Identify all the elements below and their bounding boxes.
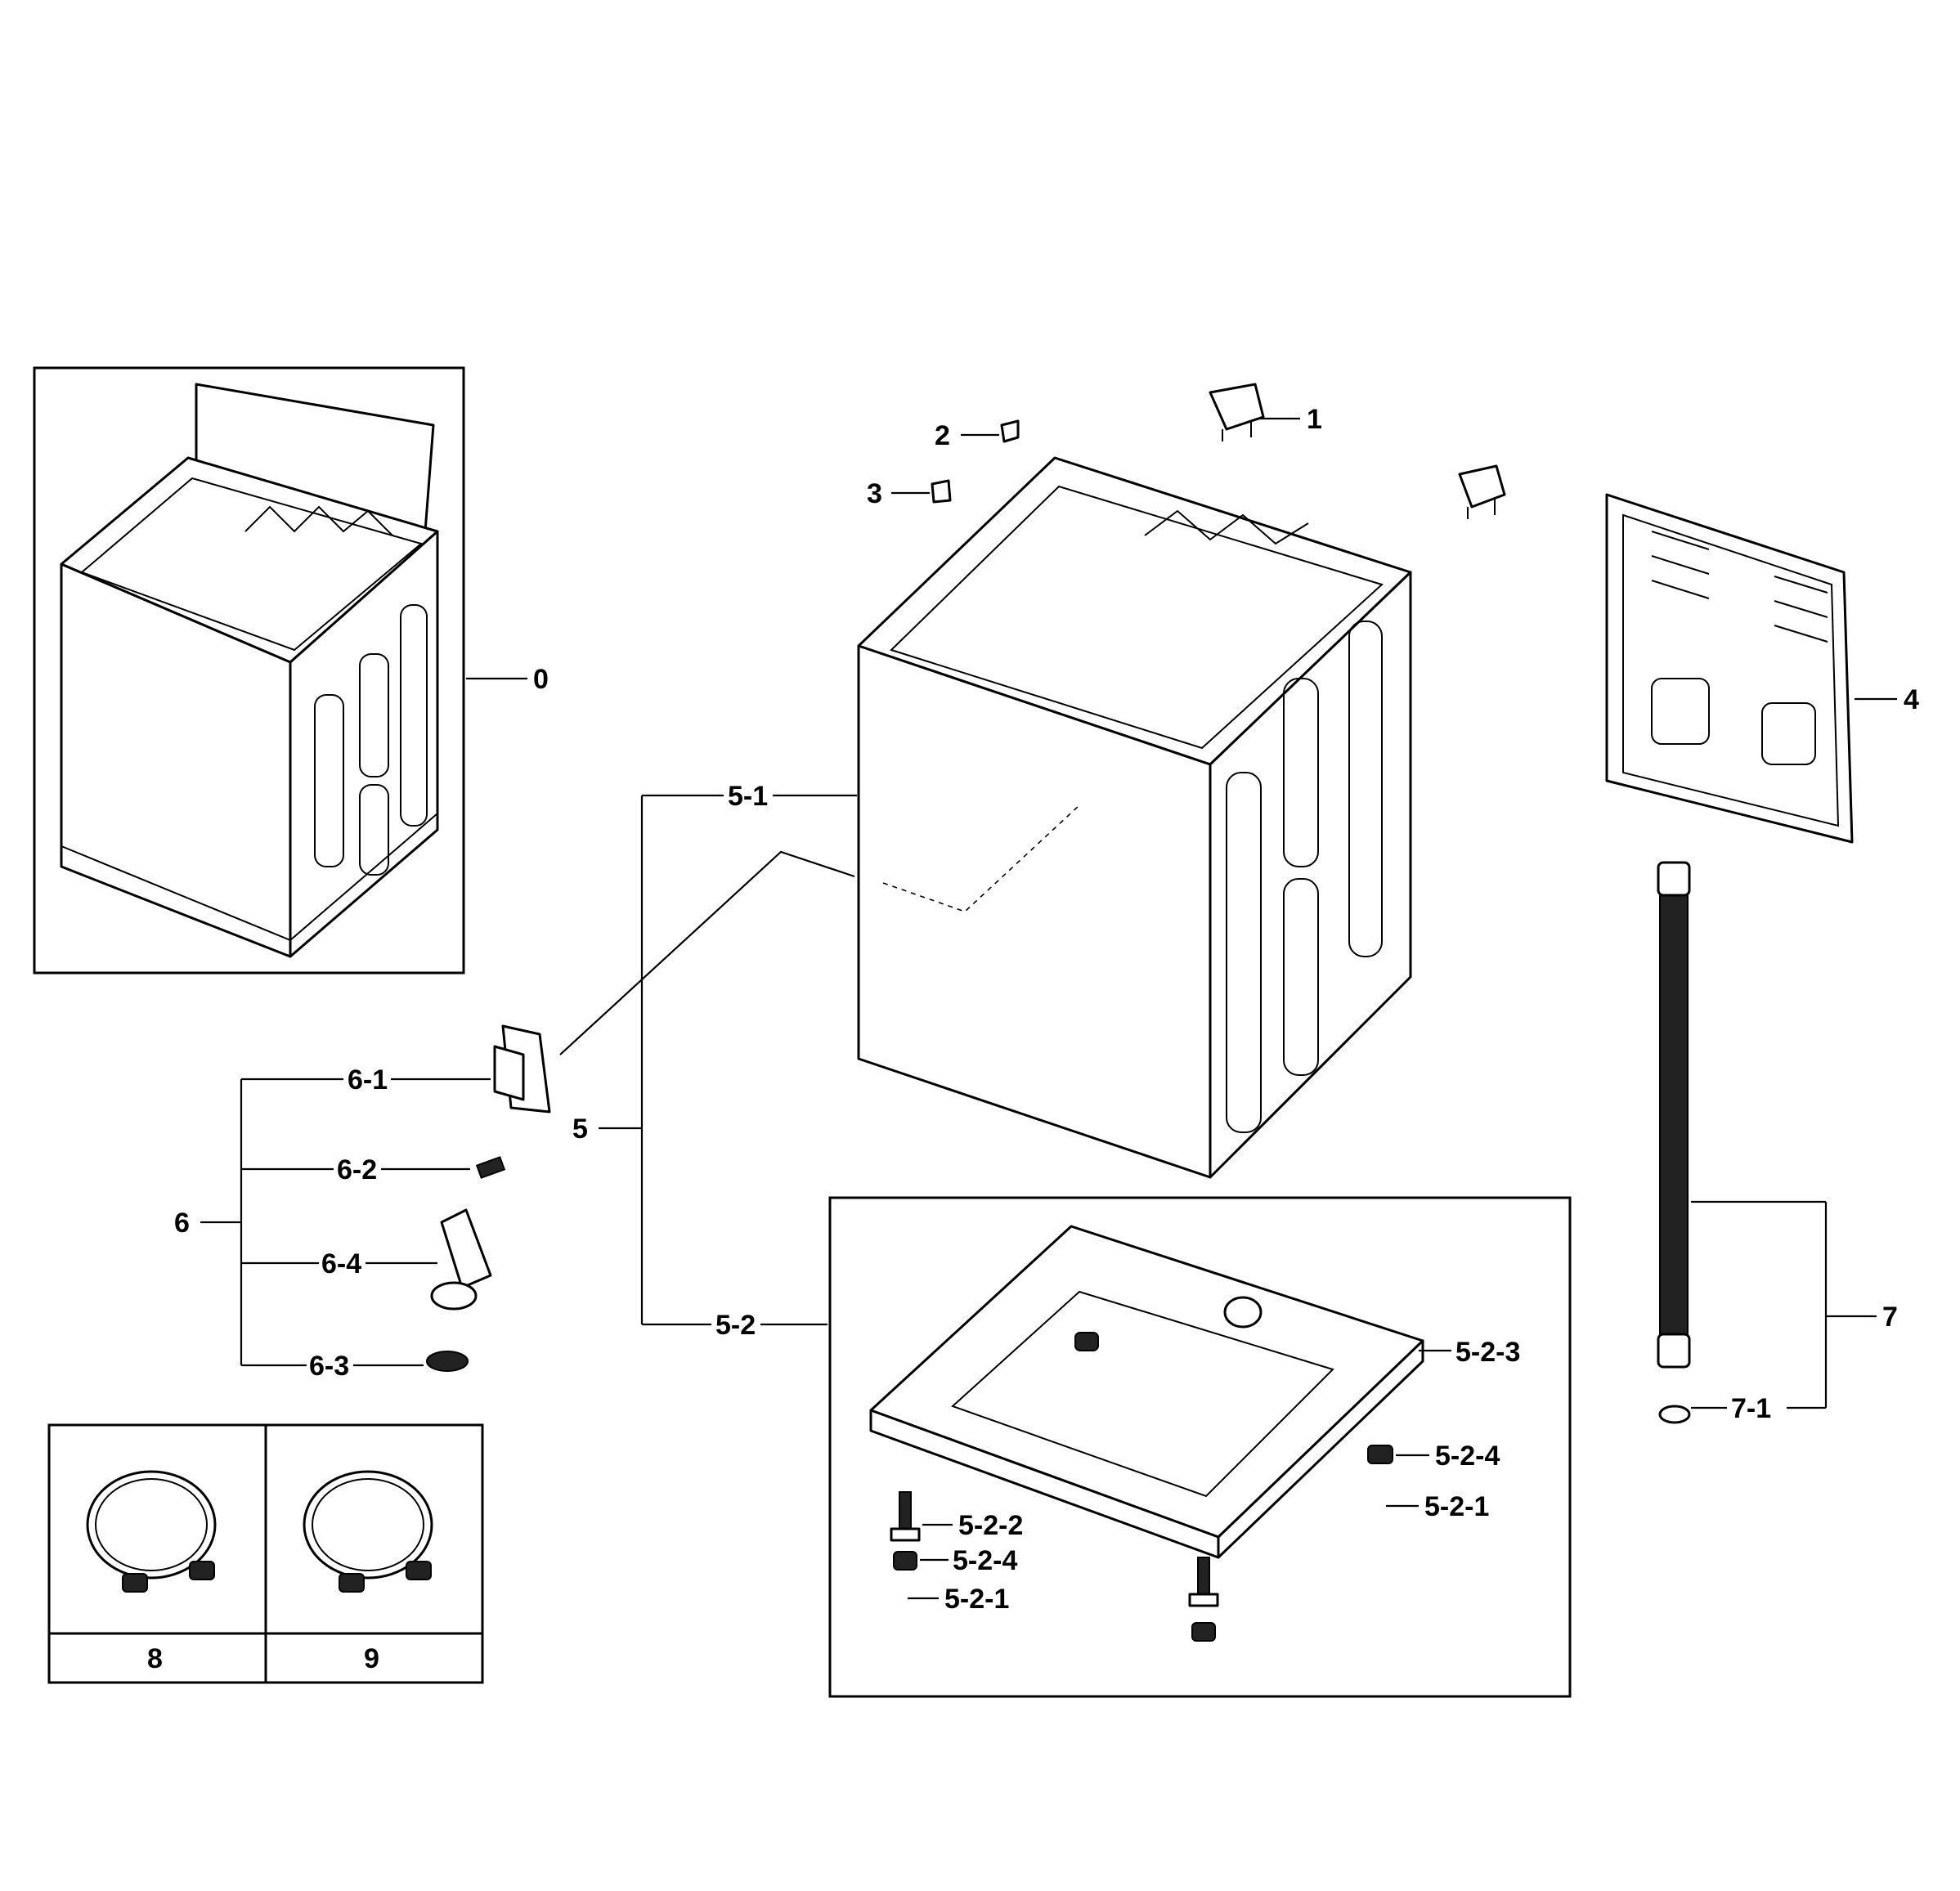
- water-hose-9-illustration: [303, 1470, 433, 1593]
- base-box: [828, 1196, 1572, 1698]
- callout-5: 5: [572, 1114, 588, 1145]
- callout-5-2-4-b: 5-2-4: [1435, 1441, 1500, 1472]
- callout-5-2-4-a: 5-2-4: [953, 1545, 1017, 1576]
- base-frame-illustration: [869, 1225, 1424, 1559]
- callout-5-2-2: 5-2-2: [958, 1510, 1023, 1541]
- callout-3: 3: [867, 478, 882, 509]
- hinge-bracket-second-illustration: [1458, 464, 1506, 519]
- callout-1: 1: [1307, 404, 1322, 435]
- cabinet-assembly-illustration: [60, 383, 439, 958]
- callout-5-2: 5-2: [715, 1310, 756, 1341]
- drain-hose-parts-illustration: [426, 1024, 551, 1372]
- callout-6-1: 6-1: [348, 1064, 388, 1096]
- leveling-legs-illustration: [890, 1445, 1393, 1642]
- callout-6-2: 6-2: [337, 1154, 377, 1185]
- callout-0: 0: [533, 664, 549, 695]
- callout-5-2-1-a: 5-2-1: [944, 1584, 1009, 1615]
- drain-hose-7-illustration: [1657, 861, 1691, 1424]
- callout-6-3: 6-3: [309, 1351, 349, 1382]
- callout-2: 2: [935, 420, 950, 451]
- water-hose-8-illustration: [86, 1470, 217, 1593]
- cabinet-5-1-illustration: [857, 456, 1412, 1179]
- callout-7: 7: [1882, 1302, 1898, 1333]
- callout-5-2-1-b: 5-2-1: [1424, 1491, 1489, 1522]
- assembly-box: [33, 366, 465, 975]
- clip-3-illustration: [931, 479, 952, 504]
- callout-5-1: 5-1: [728, 781, 768, 812]
- rear-panel-4-illustration: [1605, 493, 1854, 844]
- callout-6: 6: [174, 1208, 190, 1239]
- callout-4: 4: [1904, 684, 1919, 715]
- callout-7-1: 7-1: [1731, 1393, 1771, 1424]
- callout-6-4: 6-4: [321, 1248, 361, 1279]
- callout-9: 9: [364, 1643, 379, 1674]
- callout-8: 8: [147, 1643, 163, 1674]
- clip-2-illustration: [1000, 419, 1020, 443]
- callout-5-2-3: 5-2-3: [1455, 1337, 1520, 1368]
- hinge-bracket-1-illustration: [1209, 383, 1265, 441]
